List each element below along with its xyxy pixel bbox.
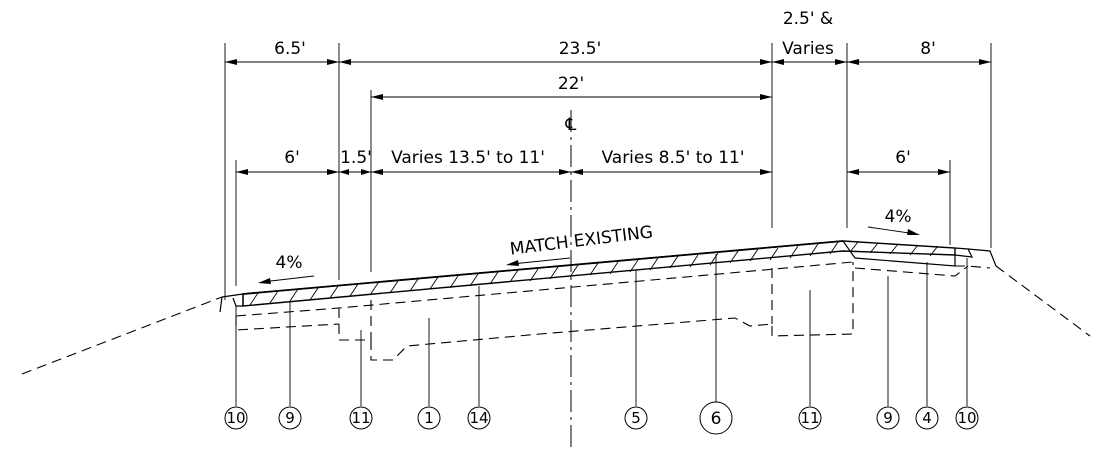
- dimension-row-second: 22': [371, 74, 772, 100]
- svg-text:4: 4: [922, 409, 932, 427]
- dim-6ft-left-label: 6': [284, 148, 300, 168]
- svg-text:9: 9: [285, 409, 295, 427]
- callout-10-left: 10: [224, 406, 248, 430]
- callout-14: 14: [467, 406, 491, 430]
- callout-leaders: [235, 254, 968, 406]
- dim-22ft-label: 22': [558, 74, 584, 94]
- slope-right: 4%: [867, 207, 920, 235]
- callout-4: 4: [915, 406, 939, 430]
- overlay-layer: [242, 240, 956, 307]
- dim-varies-left-lane-label: Varies 13.5' to 11': [391, 148, 545, 168]
- svg-text:11: 11: [800, 409, 819, 427]
- callout-6: 6: [699, 401, 733, 435]
- dim-23-5ft-label: 23.5': [559, 39, 602, 59]
- svg-text:14: 14: [469, 409, 488, 427]
- svg-text:10: 10: [957, 409, 976, 427]
- slope-left-label: 4%: [276, 253, 303, 273]
- dim-8ft-label: 8': [920, 39, 936, 59]
- callout-10-right: 10: [955, 406, 979, 430]
- extension-lines: [224, 43, 992, 300]
- callout-11-right: 11: [798, 406, 822, 430]
- callout-9-left: 9: [278, 406, 302, 430]
- svg-text:5: 5: [631, 409, 641, 427]
- svg-text:11: 11: [351, 409, 370, 427]
- svg-text:9: 9: [883, 409, 893, 427]
- match-existing-label: MATCH EXISTING: [509, 222, 654, 259]
- dimension-row-third: 6' 1.5' Varies 13.5' to 11' Varies 8.5' …: [236, 148, 950, 175]
- svg-text:1: 1: [424, 409, 434, 427]
- dimension-row-top: 6.5' 23.5' 2.5' & Varies 8': [225, 9, 991, 65]
- callout-5: 5: [624, 406, 648, 430]
- dim-1-5ft-label: 1.5': [340, 148, 372, 168]
- svg-text:6: 6: [711, 409, 722, 429]
- dim-6-5ft-label: 6.5': [274, 39, 306, 59]
- callout-11-left: 11: [349, 406, 373, 430]
- dim-varies-right-lane-label: Varies 8.5' to 11': [601, 148, 744, 168]
- svg-text:10: 10: [226, 409, 245, 427]
- dim-2-5ft-line1-label: 2.5' &: [783, 9, 833, 29]
- dim-6ft-right-label: 6': [895, 148, 911, 168]
- slope-right-label: 4%: [885, 207, 912, 227]
- callouts: 10 9 11 1 14 5 6 11: [224, 401, 979, 435]
- callout-9-right: 9: [876, 406, 900, 430]
- callout-1: 1: [417, 406, 441, 430]
- slope-left: 4%: [258, 253, 315, 284]
- dim-2-5ft-line2-label: Varies: [782, 39, 834, 59]
- existing-ground: [21, 265, 1091, 375]
- pavement-section: [219, 240, 997, 361]
